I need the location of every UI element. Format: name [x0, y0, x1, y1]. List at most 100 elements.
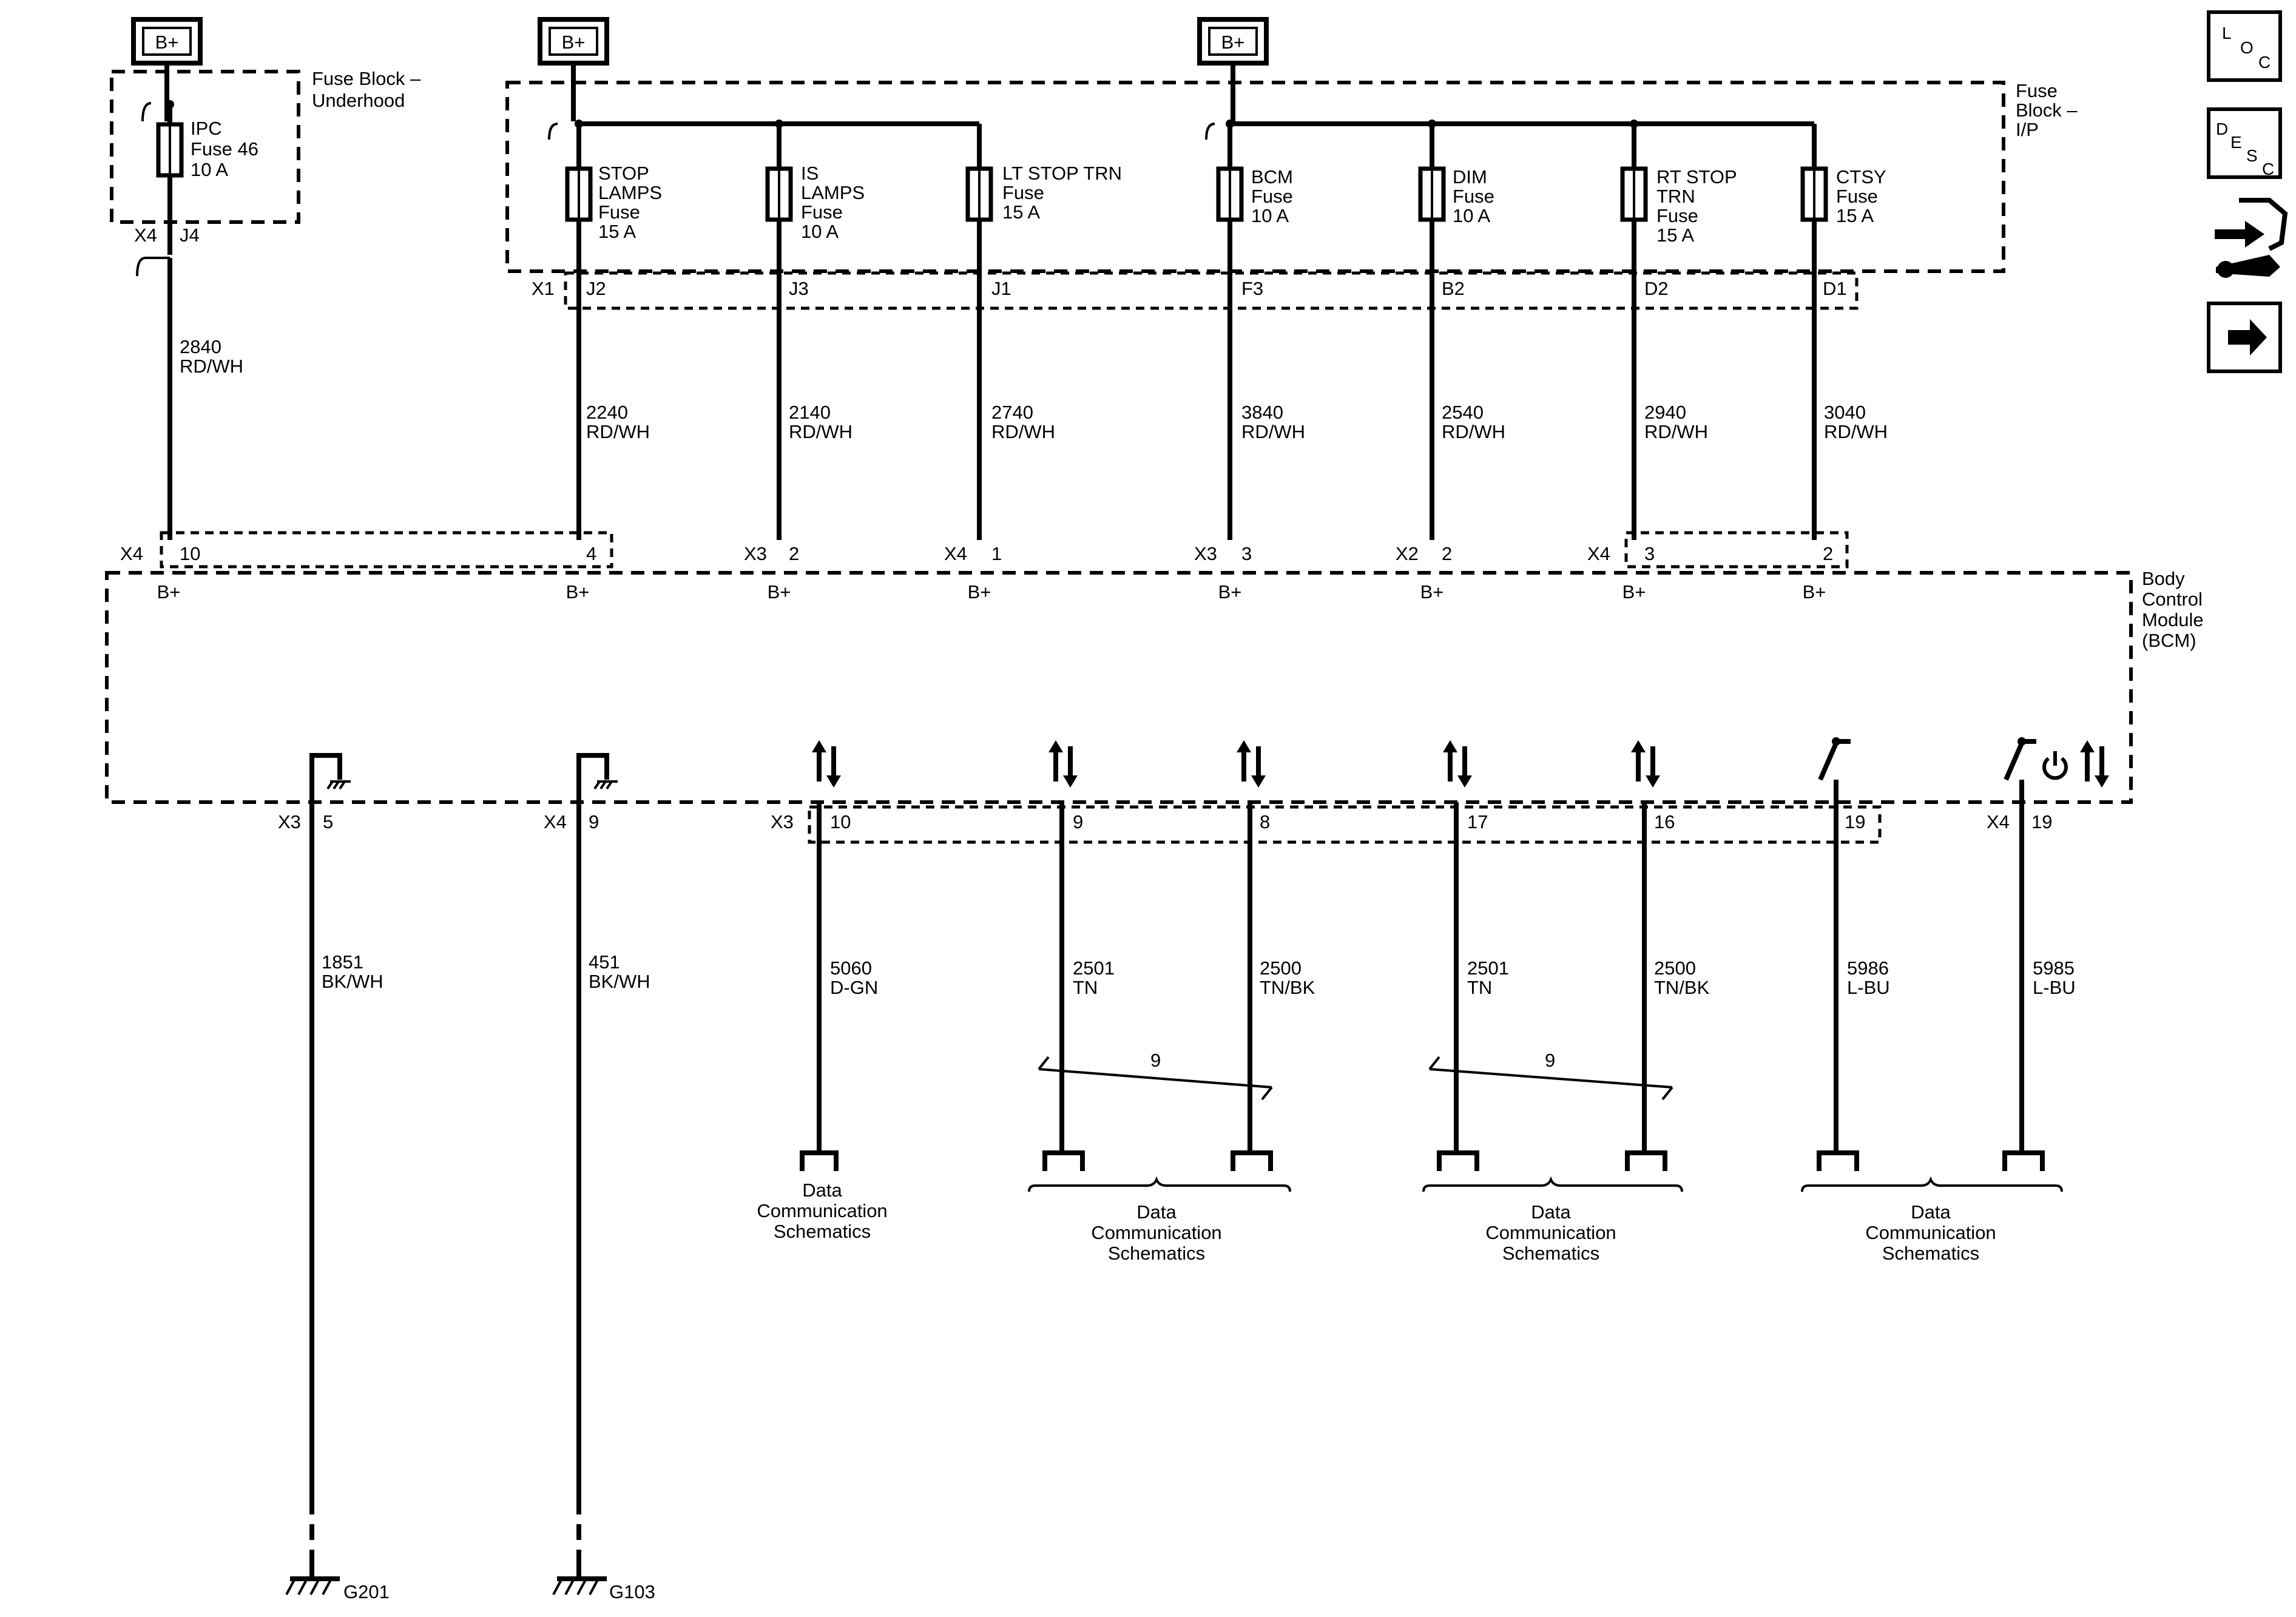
svg-text:TN: TN	[1073, 977, 1098, 998]
svg-text:5060: 5060	[830, 957, 872, 979]
svg-text:C: C	[2262, 160, 2274, 178]
svg-text:BK/WH: BK/WH	[589, 971, 650, 992]
svg-text:2540: 2540	[1442, 402, 1484, 423]
data-circuit-pair-1: 2501 TN 2500 TN/BK 9 Data Communication …	[1028, 802, 1315, 1264]
bcm-internal-ground-symbol	[309, 753, 351, 802]
svg-text:2840: 2840	[180, 336, 221, 357]
svg-text:2501: 2501	[1073, 957, 1115, 979]
data-arrows-icon	[812, 740, 2109, 788]
bcm-internal-ground-symbol	[576, 753, 618, 802]
fuse-dim: DIM Fuse 10 A B2 2540 RD/WH	[1418, 124, 1505, 540]
next-arrow-button[interactable]	[2207, 302, 2282, 373]
svg-text:LAMPS: LAMPS	[598, 182, 662, 203]
svg-text:Fuse: Fuse	[1453, 186, 1494, 207]
svg-text:X4: X4	[544, 811, 567, 832]
svg-text:451: 451	[589, 951, 620, 973]
svg-text:X3: X3	[771, 811, 794, 832]
svg-text:X4: X4	[944, 543, 967, 564]
connector-tool-icon[interactable]	[2215, 198, 2288, 278]
svg-text:10 A: 10 A	[191, 159, 228, 180]
svg-text:19: 19	[1845, 811, 1865, 832]
battery-label: B+	[155, 32, 179, 53]
ground-circuit-g201: 1851 BK/WH G201	[285, 802, 390, 1602]
svg-text:10 A: 10 A	[1453, 205, 1490, 226]
svg-text:3: 3	[1644, 543, 1655, 564]
svg-text:I/P: I/P	[2016, 119, 2039, 140]
svg-text:B+: B+	[566, 581, 590, 603]
svg-text:2500: 2500	[1654, 957, 1696, 979]
svg-text:B+: B+	[1218, 581, 1242, 603]
battery-label: B+	[1221, 32, 1245, 53]
bcm-bottom-connectors: X3 5 X4 9 X3 10 9 8 17 16 19 X4 19	[278, 805, 2052, 844]
ground-label: G201	[343, 1581, 390, 1602]
svg-text:9: 9	[1073, 811, 1083, 832]
fuse-lt-stop-trn: LT STOP TRN Fuse 15 A J1 2740 RD/WH	[965, 124, 1122, 540]
svg-text:(BCM): (BCM)	[2142, 630, 2196, 651]
svg-text:RD/WH: RD/WH	[789, 421, 853, 442]
switch-symbol	[1818, 737, 1851, 802]
twisted-pair-label: 9	[1150, 1050, 1161, 1071]
svg-text:LT STOP TRN: LT STOP TRN	[1002, 163, 1122, 184]
svg-text:8: 8	[1260, 811, 1270, 832]
svg-text:TN/BK: TN/BK	[1654, 977, 1710, 998]
svg-text:L-BU: L-BU	[1847, 977, 1890, 998]
svg-text:Module: Module	[2142, 609, 2204, 630]
svg-text:Fuse Block –: Fuse Block –	[312, 68, 421, 89]
fuse-is-lamps: IS LAMPS Fuse 10 A J3 2140 RD/WH	[765, 124, 865, 540]
svg-text:2: 2	[789, 543, 799, 564]
loc-button[interactable]: L O C	[2207, 10, 2282, 82]
svg-text:RD/WH: RD/WH	[180, 356, 243, 377]
svg-text:B+: B+	[1803, 581, 1826, 603]
svg-text:Body: Body	[2142, 568, 2185, 589]
svg-text:BK/WH: BK/WH	[322, 971, 383, 992]
svg-text:RD/WH: RD/WH	[1241, 421, 1305, 442]
battery-source-underhood: B+	[131, 17, 203, 121]
svg-text:Fuse 46: Fuse 46	[191, 138, 258, 160]
svg-text:15 A: 15 A	[598, 221, 636, 242]
svg-text:5986: 5986	[1847, 957, 1889, 979]
svg-text:X3: X3	[1194, 543, 1217, 564]
svg-text:2501: 2501	[1467, 957, 1509, 979]
svg-text:C: C	[2258, 53, 2271, 72]
svg-text:4: 4	[586, 543, 596, 564]
svg-text:2240: 2240	[586, 402, 628, 423]
desc-button[interactable]: D E S C	[2207, 107, 2282, 179]
battery-label: B+	[562, 32, 586, 53]
svg-text:Schematics: Schematics	[1882, 1243, 1979, 1264]
svg-text:15 A: 15 A	[1656, 224, 1694, 246]
twisted-pair-label: 9	[1545, 1050, 1555, 1071]
svg-text:Block –: Block –	[2016, 100, 2078, 121]
data-circuit-pair-2: 2501 TN 2500 TN/BK 9 Data Communication …	[1422, 802, 1710, 1264]
svg-text:17: 17	[1467, 811, 1488, 832]
svg-text:Fuse: Fuse	[1836, 186, 1878, 207]
svg-text:Fuse: Fuse	[1656, 205, 1698, 226]
svg-text:X3: X3	[278, 811, 301, 832]
svg-text:2140: 2140	[789, 402, 831, 423]
svg-text:Underhood: Underhood	[312, 90, 405, 111]
svg-text:Data: Data	[1531, 1201, 1571, 1223]
svg-text:RD/WH: RD/WH	[991, 421, 1055, 442]
svg-text:X1: X1	[532, 278, 555, 299]
svg-text:Fuse: Fuse	[1251, 186, 1293, 207]
svg-text:10: 10	[830, 811, 851, 832]
svg-text:J2: J2	[586, 278, 606, 299]
svg-text:D: D	[2216, 120, 2228, 138]
svg-text:X4: X4	[134, 224, 157, 246]
svg-text:9: 9	[589, 811, 599, 832]
ground-label: G103	[609, 1581, 655, 1602]
svg-text:RD/WH: RD/WH	[1442, 421, 1505, 442]
svg-text:CTSY: CTSY	[1836, 166, 1886, 187]
svg-text:RD/WH: RD/WH	[1644, 421, 1708, 442]
svg-text:D-GN: D-GN	[830, 977, 878, 998]
power-icon	[2042, 751, 2068, 780]
svg-text:DIM: DIM	[1453, 166, 1487, 187]
svg-text:X4: X4	[1587, 543, 1610, 564]
svg-text:B+: B+	[768, 581, 791, 603]
svg-text:2740: 2740	[991, 402, 1033, 423]
svg-text:D1: D1	[1823, 278, 1847, 299]
svg-text:B2: B2	[1442, 278, 1465, 299]
svg-text:Fuse: Fuse	[801, 201, 843, 223]
svg-text:2: 2	[1442, 543, 1452, 564]
svg-text:Communication: Communication	[1485, 1222, 1616, 1243]
svg-text:STOP: STOP	[598, 163, 649, 184]
